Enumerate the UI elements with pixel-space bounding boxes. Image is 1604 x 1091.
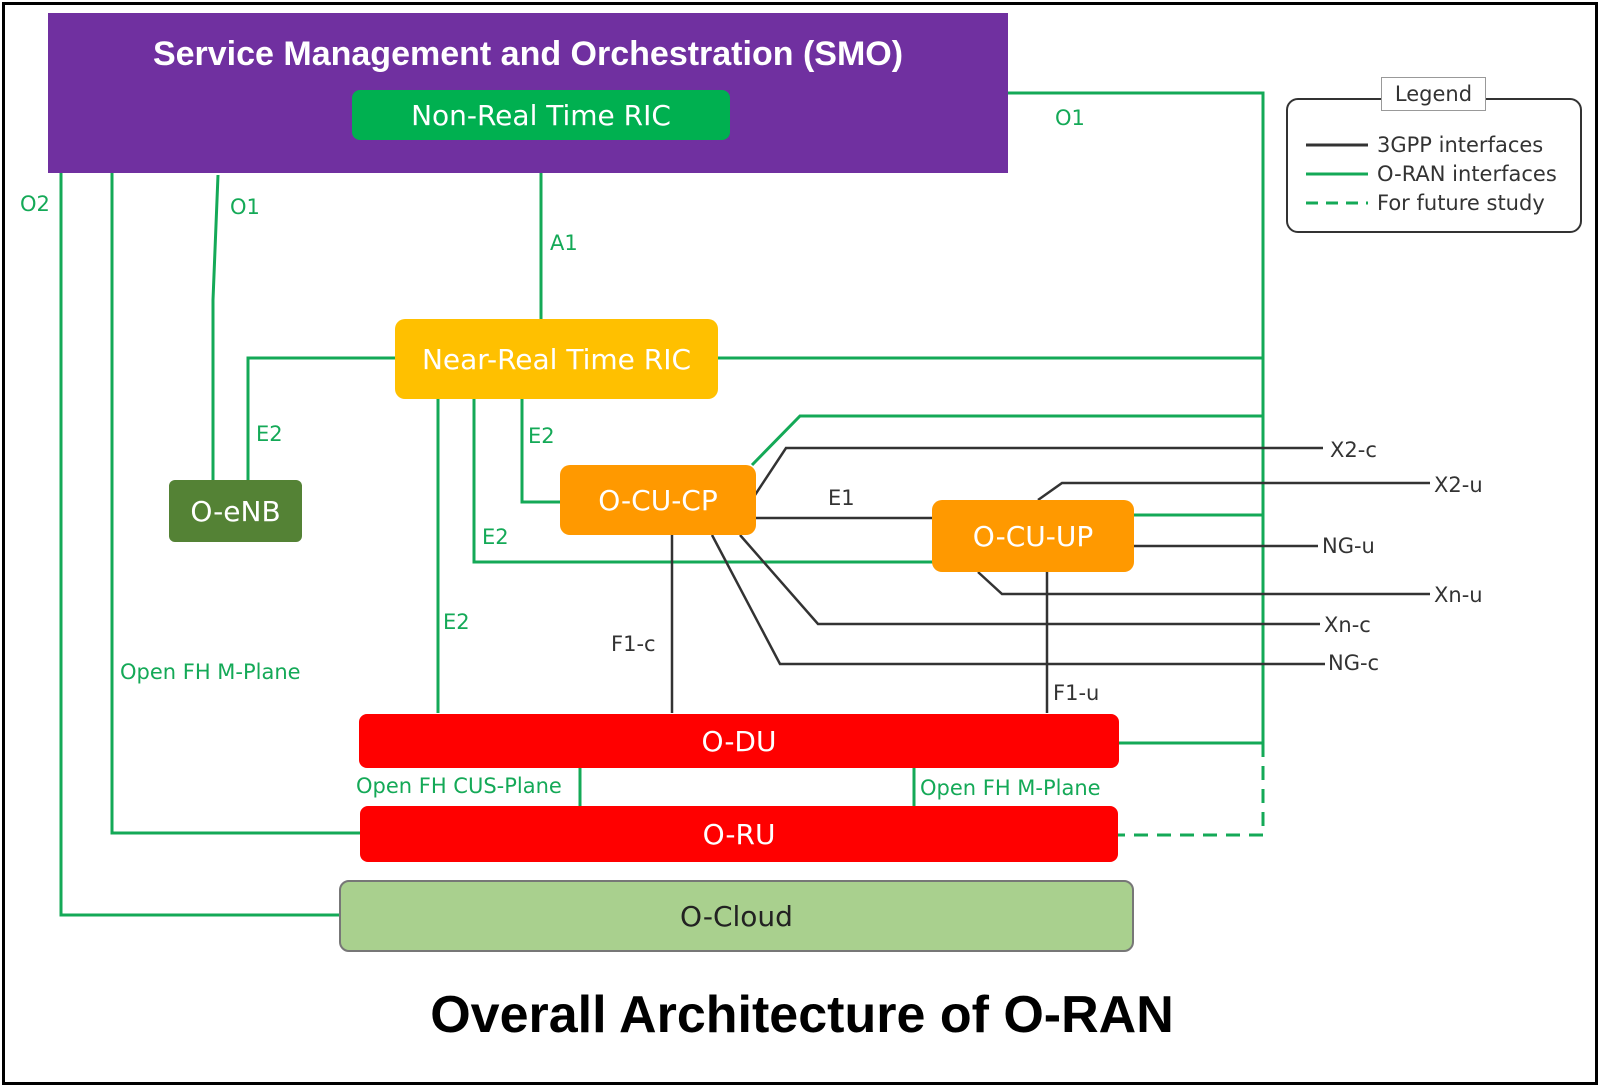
diagram-title: Overall Architecture of O-RAN bbox=[430, 986, 1174, 1044]
o1-oenb-line bbox=[211, 174, 220, 480]
non-rt-ric-box: Non-Real Time RIC bbox=[352, 90, 730, 140]
x2u-line bbox=[1037, 481, 1430, 502]
x2c-line bbox=[753, 446, 1323, 496]
ocloud-label: O-Cloud bbox=[680, 899, 793, 933]
e2-oenb-label: E2 bbox=[256, 422, 283, 446]
legend-title: Legend bbox=[1381, 77, 1486, 111]
ngu-label: NG-u bbox=[1322, 534, 1375, 558]
odu-box: O-DU bbox=[359, 714, 1119, 768]
ocu-cp-o1-line bbox=[750, 414, 1263, 467]
open-fh-m-plane-right-label: Open FH M-Plane bbox=[920, 776, 1101, 800]
legend-item-3gpp: 3GPP interfaces bbox=[1377, 133, 1544, 157]
o2-label: O2 bbox=[20, 192, 50, 216]
ngc-label: NG-c bbox=[1328, 651, 1380, 675]
ocloud-box: O-Cloud bbox=[339, 880, 1134, 952]
xnc-line bbox=[739, 534, 1320, 626]
o1-top-label: O1 bbox=[1055, 106, 1085, 130]
e2-ocu-up-line bbox=[472, 398, 933, 564]
o1-right-line bbox=[1008, 91, 1265, 743]
xnc-label: Xn-c bbox=[1324, 613, 1371, 637]
future-study-line bbox=[1118, 743, 1265, 837]
xnu-line bbox=[977, 571, 1430, 596]
e2-ocu-up-label: E2 bbox=[482, 525, 509, 549]
e2-odu-label: E2 bbox=[443, 610, 470, 634]
e2-ocu-cp-line bbox=[520, 398, 560, 504]
e2-ocu-cp-label: E2 bbox=[528, 424, 555, 448]
a1-label: A1 bbox=[550, 231, 578, 255]
oru-label: O-RU bbox=[702, 817, 776, 851]
o1-left-label: O1 bbox=[230, 195, 260, 219]
oru-box: O-RU bbox=[360, 806, 1118, 862]
ocu-up-box: O-CU-UP bbox=[932, 500, 1134, 572]
oenb-box: O-eNB bbox=[169, 480, 302, 542]
open-fh-cus-plane-label: Open FH CUS-Plane bbox=[356, 774, 562, 798]
oenb-label: O-eNB bbox=[190, 494, 281, 528]
legend-item-oran: O-RAN interfaces bbox=[1377, 162, 1557, 186]
e1-label: E1 bbox=[828, 486, 855, 510]
f1c-label: F1-c bbox=[611, 632, 656, 656]
smo-label: Service Management and Orchestration (SM… bbox=[152, 35, 904, 73]
ocu-up-label: O-CU-UP bbox=[972, 519, 1094, 553]
open-fh-m-plane-left-line bbox=[110, 165, 360, 835]
o2-line bbox=[59, 165, 340, 917]
ocu-cp-box: O-CU-CP bbox=[560, 465, 756, 535]
ocu-cp-label: O-CU-CP bbox=[598, 483, 718, 517]
near-rt-ric-label: Near-Real Time RIC bbox=[421, 342, 692, 376]
non-rt-ric-label: Non-Real Time RIC bbox=[411, 98, 671, 132]
x2u-label: X2-u bbox=[1434, 473, 1483, 497]
x2c-label: X2-c bbox=[1330, 438, 1377, 462]
near-rt-ric-box: Near-Real Time RIC bbox=[395, 319, 718, 399]
f1u-label: F1-u bbox=[1053, 681, 1100, 705]
legend-item-future: For future study bbox=[1377, 191, 1545, 215]
open-fh-m-plane-left-label: Open FH M-Plane bbox=[120, 660, 301, 684]
odu-label: O-DU bbox=[701, 724, 777, 758]
e2-oenb-line bbox=[246, 356, 395, 480]
xnu-label: Xn-u bbox=[1434, 583, 1483, 607]
ngc-line bbox=[710, 534, 1325, 666]
